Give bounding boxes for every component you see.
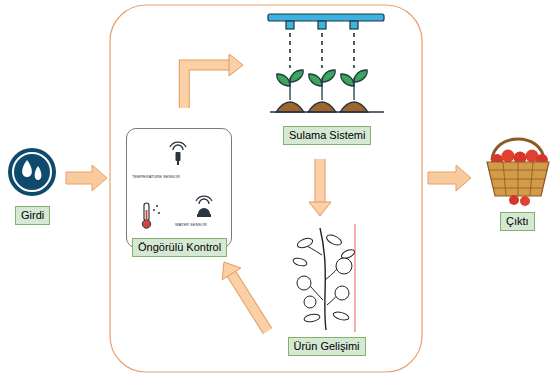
system-boundary [110, 5, 422, 372]
sensor-caption: WATER SENSOR [175, 222, 207, 227]
output-node: Çıktı [483, 135, 552, 231]
arrow-body [184, 65, 229, 108]
irrigation-node: Sulama Sistemi [265, 10, 390, 145]
node-label: Ürün Gelişimi [288, 337, 366, 356]
arrow-body [316, 159, 325, 203]
node-label: Sulama Sistemi [283, 126, 371, 145]
arrow-outline [184, 65, 229, 108]
control-node: Öngörülü Kontrol [126, 128, 232, 248]
arrow-outline [231, 273, 267, 331]
arrow-head [229, 54, 243, 76]
growth-node: Ürün Gelişimi [286, 222, 369, 356]
node-label: Öngörülü Kontrol [132, 238, 227, 257]
flow-arrow [184, 54, 243, 108]
arrow-head [222, 262, 241, 280]
node-label: Girdi [15, 206, 50, 225]
tomato-plant [292, 224, 355, 332]
node-label: Çıktı [500, 212, 535, 231]
water-icon [8, 148, 56, 196]
arrow-outline [315, 159, 326, 203]
arrow-head [309, 202, 331, 216]
output-arrow [428, 165, 471, 191]
sensor-caption: TEMPERATURE SENSOR [132, 174, 180, 179]
sensor-icons [142, 142, 212, 228]
irrigation-picture [268, 14, 384, 112]
flow-arrow [222, 262, 267, 331]
arrow-body [231, 273, 267, 331]
input-node: Girdi [5, 145, 61, 225]
flow-arrow [309, 159, 331, 216]
tomato-basket [487, 139, 549, 206]
input-arrow [66, 165, 107, 191]
